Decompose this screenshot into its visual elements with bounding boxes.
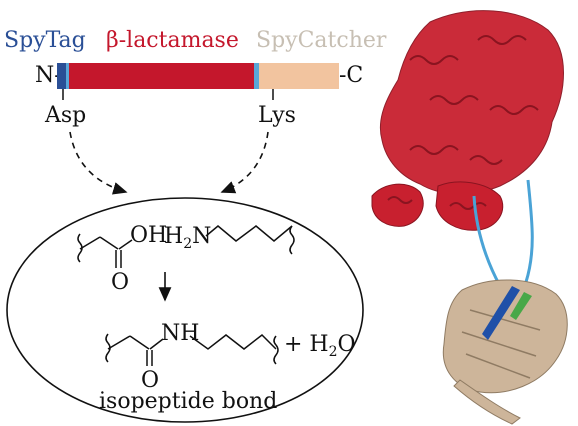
product-o-label: O: [141, 368, 159, 393]
spycatcher-strands: [461, 309, 541, 379]
linker-segment-left: [66, 63, 69, 89]
helix-details: [387, 35, 539, 210]
asp-o-label: O: [111, 270, 129, 295]
c-terminus-label: -C: [339, 63, 363, 88]
lys-side-chain: [205, 225, 295, 255]
spytag-label: SpyTag: [4, 28, 86, 53]
lys-wavy-bond: [289, 225, 295, 255]
isopeptide-bond-caption: isopeptide bond: [99, 389, 277, 414]
lactamase-domain: [371, 10, 564, 231]
lactamase-label: β-lactamase: [106, 28, 239, 53]
spytag-strand: [482, 286, 520, 340]
lactamase-segment: [69, 63, 254, 89]
spytag-segment: [57, 63, 66, 89]
product-wavy-bond-right: [273, 335, 279, 365]
water-label: + H2O: [284, 332, 356, 360]
product-nh-label: NH: [161, 321, 199, 346]
asp-dashed-arrow: [69, 131, 128, 195]
product-nh-bond: [149, 338, 164, 350]
spycatcher-label: SpyCatcher: [256, 28, 387, 53]
linker-segment-right: [254, 63, 259, 89]
product-bond-2: [129, 335, 150, 350]
spycatcher-accent: [510, 292, 532, 320]
asp-side-chain: [77, 233, 133, 268]
lys-label: Lys: [258, 103, 296, 128]
asp-bond-2: [99, 236, 119, 250]
product-chain-bonds: [189, 334, 277, 350]
product-structure: [105, 333, 279, 366]
asp-label: Asp: [44, 103, 86, 128]
structure-linker-right: [524, 179, 534, 283]
spycatcher-segment: [259, 63, 339, 89]
product-bond-1: [107, 335, 131, 350]
lys-amine-label: H2N: [164, 224, 211, 252]
lys-chain-bonds: [205, 225, 293, 242]
asp-oh-label: OH: [130, 223, 167, 248]
structure-linker-left: [472, 195, 502, 287]
lys-dashed-arrow: [220, 131, 269, 194]
protein-structure: [371, 10, 568, 425]
asp-oh-bond: [118, 239, 133, 250]
asp-bond-1: [79, 236, 101, 250]
spycatcher-domain: [442, 279, 568, 425]
reaction-ellipse: [6, 197, 364, 423]
